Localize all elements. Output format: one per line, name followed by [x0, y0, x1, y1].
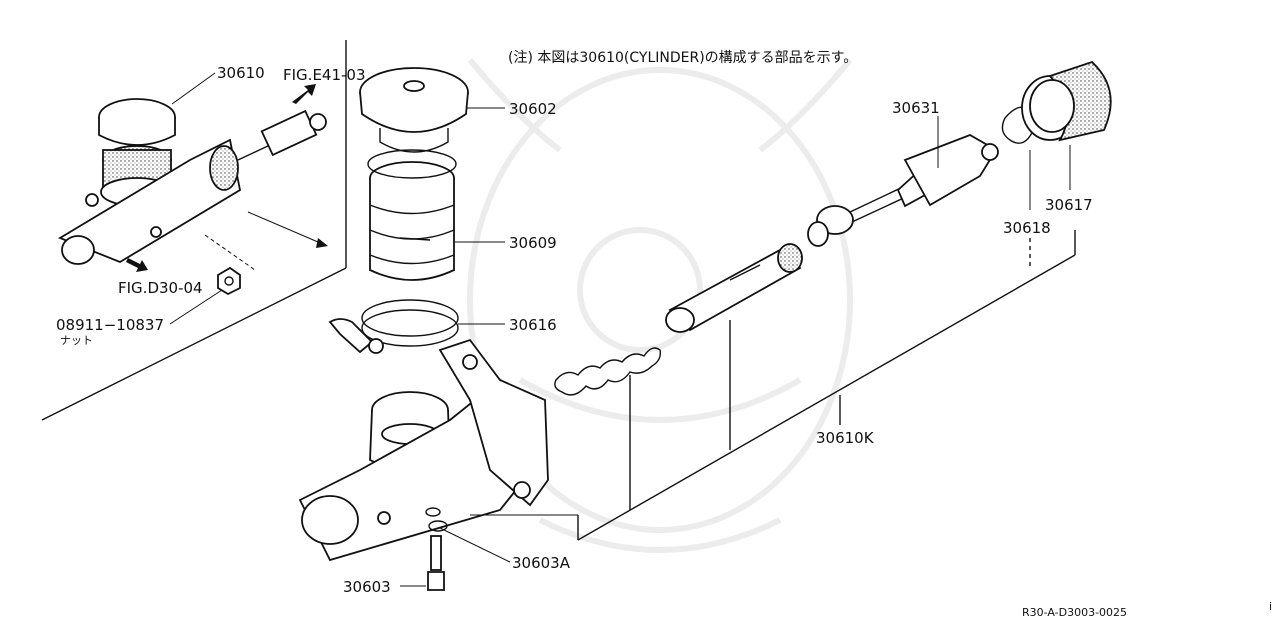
- hose-clamp: [328, 299, 459, 354]
- label-30609: 30609: [509, 234, 557, 252]
- return-spring: [554, 347, 662, 396]
- inset-panel: [41, 40, 347, 421]
- leader-lines: [454, 107, 1076, 541]
- label-08911-10837: 08911−10837: [56, 316, 164, 334]
- label-30603a: 30603A: [512, 554, 571, 572]
- label-30616: 30616: [509, 316, 557, 334]
- push-rod: [807, 134, 999, 247]
- label-30618: 30618: [1003, 219, 1051, 237]
- label-fig-e41-03[interactable]: FIG.E41-03: [283, 66, 366, 84]
- diagram-code: R30-A-D3003-0025: [1022, 606, 1127, 619]
- label-30617: 30617: [1045, 196, 1093, 214]
- label-nut: ナット: [60, 334, 93, 347]
- label-30610k: 30610K: [816, 429, 875, 447]
- seal-and-pin: [400, 507, 511, 591]
- label-30603: 30603: [343, 578, 391, 596]
- reservoir-cap: [359, 67, 469, 153]
- watermark-emblem: [467, 58, 853, 553]
- label-fig-d30-04[interactable]: FIG.D30-04: [118, 279, 203, 297]
- corner-mark: i: [1269, 600, 1272, 613]
- label-30602: 30602: [509, 100, 557, 118]
- label-30610: 30610: [217, 64, 265, 82]
- inset-master-cylinder: [57, 98, 328, 296]
- arrow-fig-e41: [292, 84, 316, 104]
- diagram-note: (注) 本図は30610(CYLINDER)の構成する部品を示す。: [508, 50, 857, 66]
- master-cylinder-body: [298, 338, 549, 562]
- dust-boot: [1021, 60, 1112, 142]
- piston: [665, 243, 803, 333]
- arrow-fig-d30: [126, 258, 148, 272]
- reservoir-body: [367, 149, 457, 281]
- label-30631: 30631: [892, 99, 940, 117]
